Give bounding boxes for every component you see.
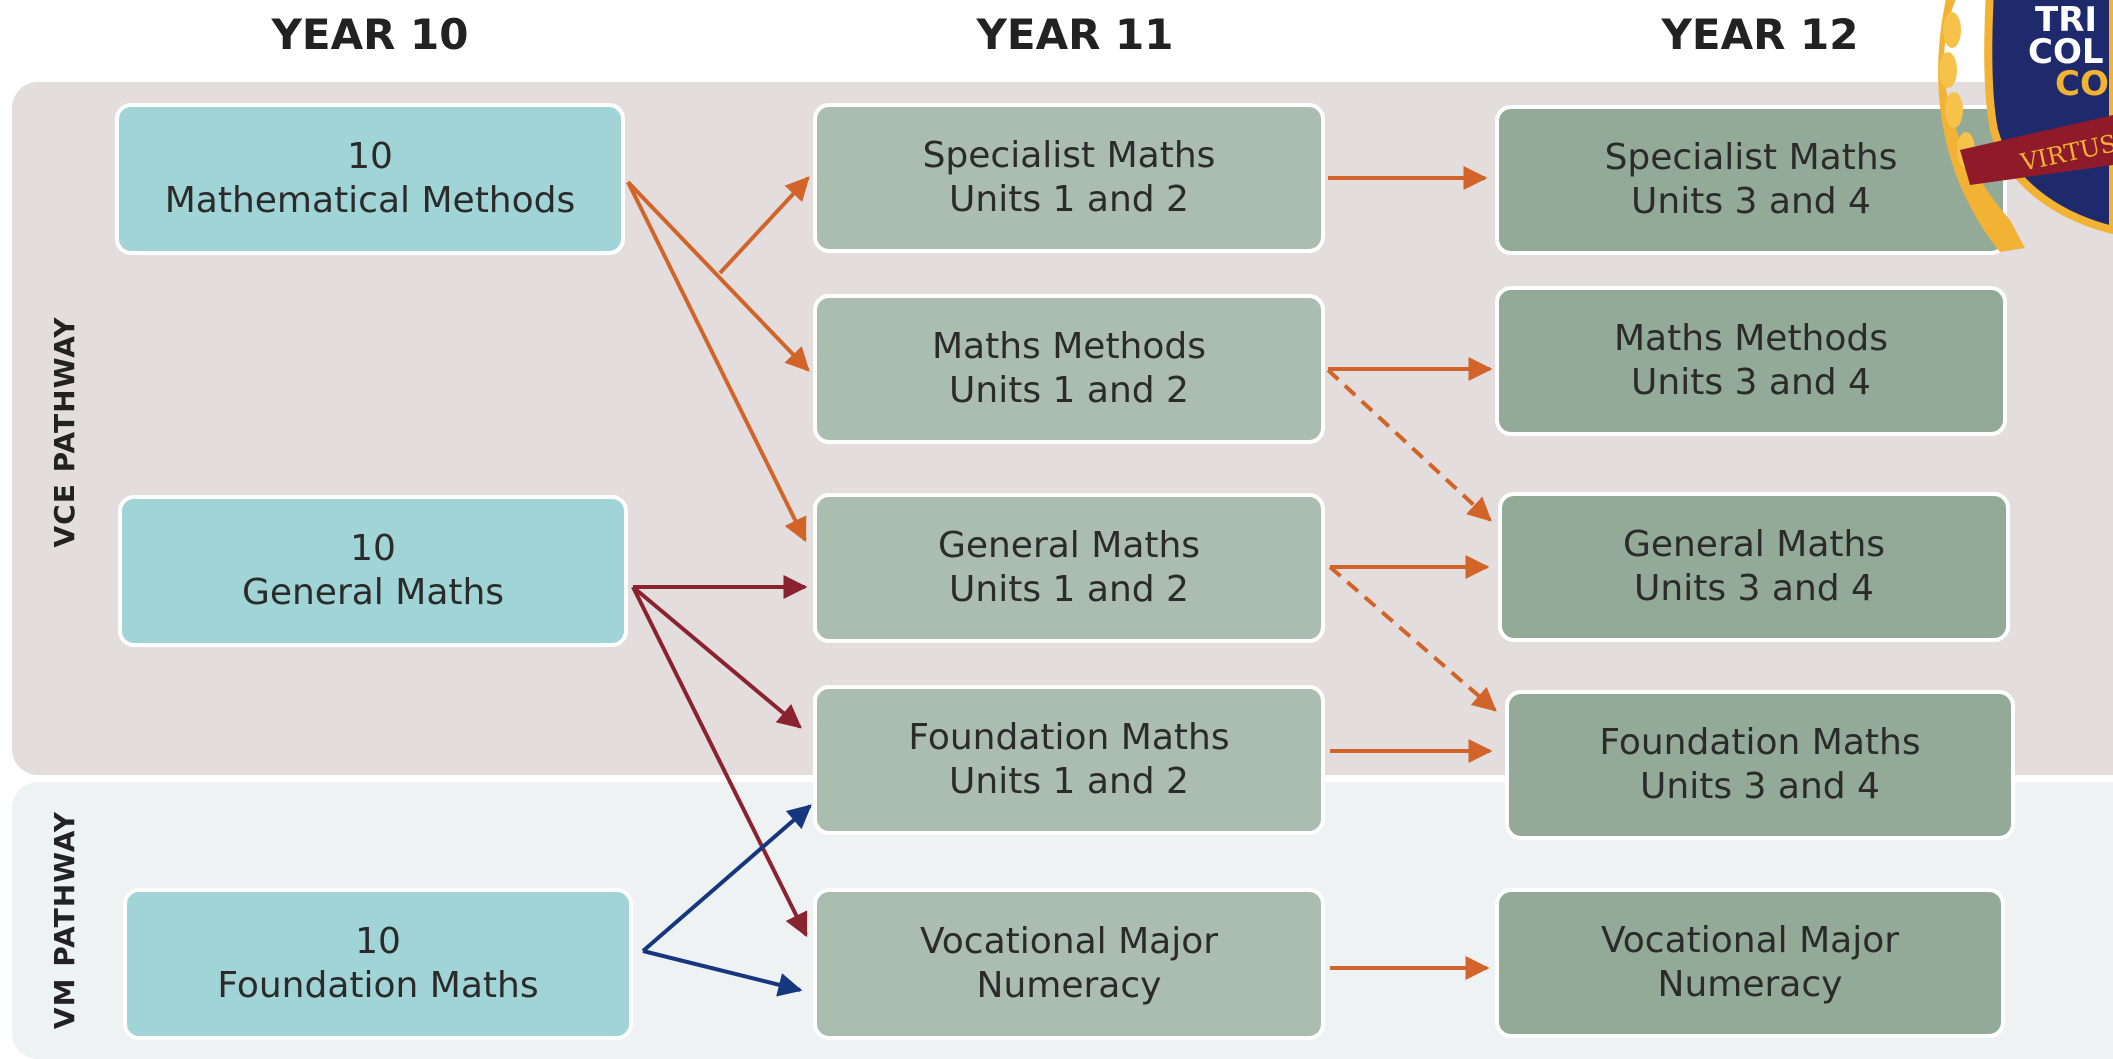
box-line-1: General Maths bbox=[937, 525, 1201, 566]
box-line-1: General Maths bbox=[1622, 524, 1886, 565]
box-year12-general-maths: General Maths Units 3 and 4 bbox=[1498, 492, 2010, 642]
box-year10-foundation-maths: 10 Foundation Maths bbox=[123, 888, 633, 1040]
box-line-1: Foundation Maths bbox=[1599, 722, 1921, 763]
box-line-1: Foundation Maths bbox=[908, 717, 1230, 758]
box-line-1: Maths Methods bbox=[931, 326, 1207, 367]
box-line-2: Foundation Maths bbox=[217, 965, 539, 1006]
year-12-header: YEAR 12 bbox=[1661, 10, 1859, 59]
box-line-2: Units 3 and 4 bbox=[1631, 181, 1871, 222]
box-line-2: Mathematical Methods bbox=[164, 180, 576, 221]
box-year11-foundation-maths: Foundation Maths Units 1 and 2 bbox=[813, 685, 1325, 835]
box-line-2: Numeracy bbox=[1657, 964, 1843, 1005]
box-line-2: Numeracy bbox=[976, 965, 1162, 1006]
box-year11-general-maths: General Maths Units 1 and 2 bbox=[813, 493, 1325, 643]
arrow-general11-to-foundation12-dashed bbox=[1328, 565, 1497, 712]
box-year12-foundation-maths: Foundation Maths Units 3 and 4 bbox=[1505, 690, 2015, 840]
box-year12-vocational-major-numeracy: Vocational Major Numeracy bbox=[1495, 888, 2005, 1038]
arrow-methods11-to-general12-dashed bbox=[1326, 368, 1492, 522]
box-line-1: 10 bbox=[347, 136, 393, 177]
box-line-1: 10 bbox=[355, 921, 401, 962]
box-line-2: Units 1 and 2 bbox=[949, 761, 1189, 802]
arrow-methods10-to-specialist11 bbox=[718, 176, 810, 275]
arrow-foundation10-to-foundation11 bbox=[641, 804, 812, 953]
box-year10-mathematical-methods: 10 Mathematical Methods bbox=[115, 103, 625, 255]
box-year12-specialist-maths: Specialist Maths Units 3 and 4 bbox=[1495, 105, 2007, 255]
crest-emblem bbox=[1938, 0, 2113, 252]
arrow-foundation10-to-vm11 bbox=[642, 949, 803, 997]
box-line-1: Specialist Maths bbox=[1604, 137, 1898, 178]
box-year11-maths-methods: Maths Methods Units 1 and 2 bbox=[813, 294, 1325, 444]
box-line-2: Units 1 and 2 bbox=[949, 569, 1189, 610]
box-line-2: General Maths bbox=[241, 572, 505, 613]
box-line-2: Units 3 and 4 bbox=[1631, 362, 1871, 403]
box-line-1: Maths Methods bbox=[1613, 318, 1889, 359]
box-year11-specialist-maths: Specialist Maths Units 1 and 2 bbox=[813, 103, 1325, 253]
box-year11-vocational-major-numeracy: Vocational Major Numeracy bbox=[813, 888, 1325, 1040]
crest-text-line-3: CO bbox=[2055, 64, 2109, 104]
arrow-general10-to-vm11 bbox=[631, 586, 808, 938]
box-line-2: Units 1 and 2 bbox=[949, 179, 1189, 220]
box-line-1: 10 bbox=[350, 528, 396, 569]
box-line-1: Specialist Maths bbox=[922, 135, 1216, 176]
college-crest-logo: TRI COL CO VIRTUS bbox=[1930, 0, 2113, 270]
box-line-1: Vocational Major bbox=[1600, 920, 1900, 961]
box-year12-maths-methods: Maths Methods Units 3 and 4 bbox=[1495, 286, 2007, 436]
year-11-header: YEAR 11 bbox=[976, 10, 1174, 59]
box-line-2: Units 3 and 4 bbox=[1640, 766, 1880, 807]
box-line-2: Units 1 and 2 bbox=[949, 370, 1189, 411]
arrow-general10-to-foundation11 bbox=[631, 585, 802, 729]
box-line-1: Vocational Major bbox=[919, 921, 1219, 962]
box-year10-general-maths: 10 General Maths bbox=[118, 495, 628, 647]
arrow-methods10-to-general11 bbox=[626, 181, 807, 543]
box-line-2: Units 3 and 4 bbox=[1634, 568, 1874, 609]
arrow-methods10-to-methods11 bbox=[626, 180, 810, 372]
crest-text-line-1: TRI bbox=[2035, 0, 2098, 40]
crest-text-line-2: COL bbox=[2028, 32, 2104, 72]
year-10-header: YEAR 10 bbox=[271, 10, 469, 59]
